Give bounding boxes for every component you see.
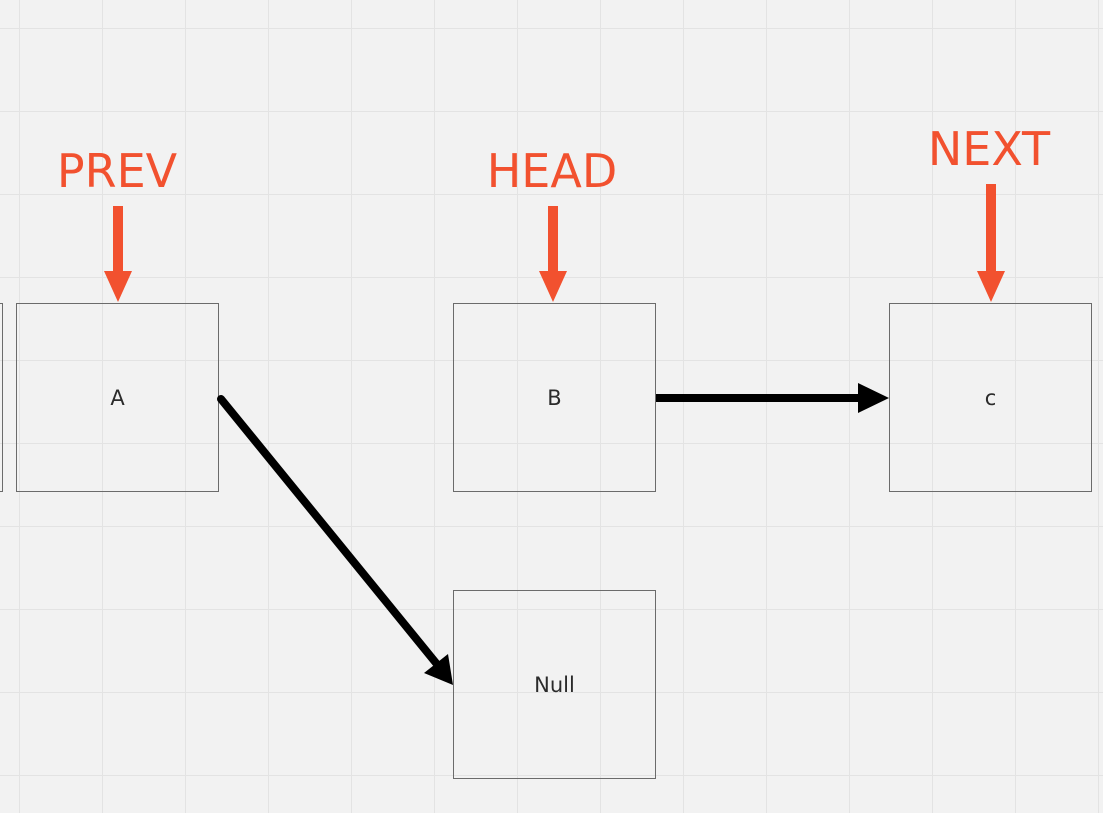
node-b-label: B xyxy=(547,385,562,410)
next-pointer-arrow xyxy=(977,184,1005,302)
head-pointer-arrow xyxy=(539,206,567,302)
node-null: Null xyxy=(453,590,656,779)
link-arrow-a-to-null xyxy=(217,395,453,685)
next-pointer-label: NEXT xyxy=(927,122,1051,176)
node-c-label: c xyxy=(984,385,997,410)
prev-pointer-arrow xyxy=(104,206,132,302)
prev-pointer-label: PREV xyxy=(56,144,178,198)
node-null-label: Null xyxy=(534,672,575,697)
head-pointer-label: HEAD xyxy=(486,144,618,198)
link-arrow-b-to-c xyxy=(656,383,889,413)
offscreen-node-edge xyxy=(0,303,3,492)
node-a-label: A xyxy=(110,385,125,410)
node-b: B xyxy=(453,303,656,492)
node-c: c xyxy=(889,303,1092,492)
